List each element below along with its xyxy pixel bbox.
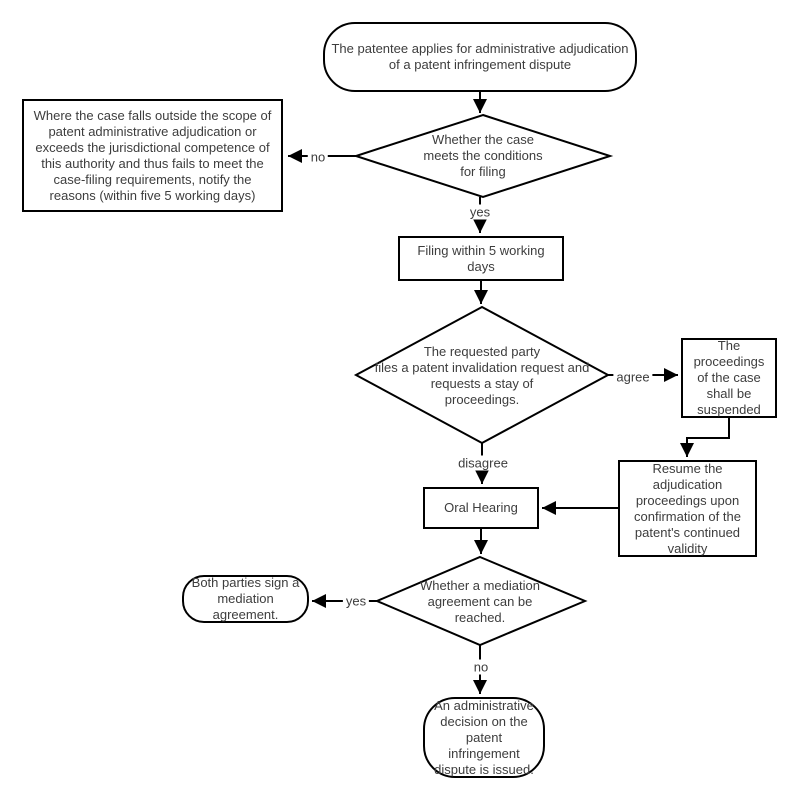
node-filing: Filing within 5 working days (398, 236, 564, 281)
edge-suspended-to-resume (680, 418, 730, 457)
node-notify-reasons: Where the case falls outside the scope o… (22, 99, 283, 212)
node-decision-terminator: An administrative decision on the patent… (423, 697, 545, 778)
edge-label-yes-filing: yes (466, 204, 494, 220)
node-resume-proceedings: Resume the adjudication proceedings upon… (618, 460, 757, 557)
edge-label-agree: agree (613, 369, 653, 385)
diamond-invalidation-request (353, 305, 611, 445)
edge-label-disagree: disagree (455, 455, 511, 471)
diamond-mediation-condition (374, 555, 588, 647)
node-sign-mediation-terminator: Both parties sign a mediation agreement. (182, 575, 309, 623)
node-start-terminator: The patentee applies for administrative … (323, 22, 637, 92)
edge-label-no-mediation: no (470, 659, 492, 675)
node-proceedings-suspended: The proceedings of the case shall be sus… (681, 338, 777, 418)
node-oral-hearing: Oral Hearing (423, 487, 539, 529)
edge-label-yes-mediation: yes (342, 593, 370, 609)
diamond-filing-condition (352, 113, 614, 199)
edge-label-no-filing: no (307, 149, 329, 165)
